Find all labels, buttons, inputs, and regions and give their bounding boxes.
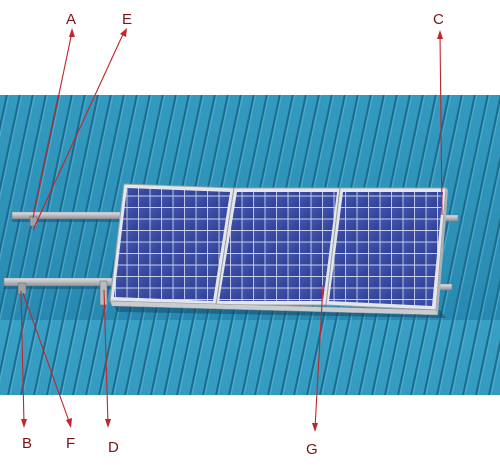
callout-label-f: F: [66, 435, 75, 452]
callout-line-e: [32, 28, 127, 231]
callout-line-f: [22, 292, 72, 428]
callout-label-g: G: [306, 441, 318, 458]
callout-line-d: [103, 289, 111, 428]
callout-label-b: B: [22, 435, 32, 452]
panel-array-bottom-edge: [109, 188, 448, 316]
callout-line-a: [32, 28, 75, 219]
callout-label-a: A: [66, 11, 76, 28]
callout-label-c: C: [433, 11, 444, 28]
solar-panel-2: [215, 187, 341, 306]
callout-lines: [20, 28, 443, 432]
callout-labels: A E C B F D G: [22, 11, 444, 458]
callout-line-b: [20, 290, 27, 428]
callout-label-d: D: [108, 439, 119, 456]
callout-line-c: [437, 30, 443, 216]
solar-panel-3: [325, 187, 447, 311]
solar-panel-1: [109, 183, 235, 306]
callout-line-g: [312, 284, 324, 432]
callout-label-e: E: [122, 11, 132, 28]
